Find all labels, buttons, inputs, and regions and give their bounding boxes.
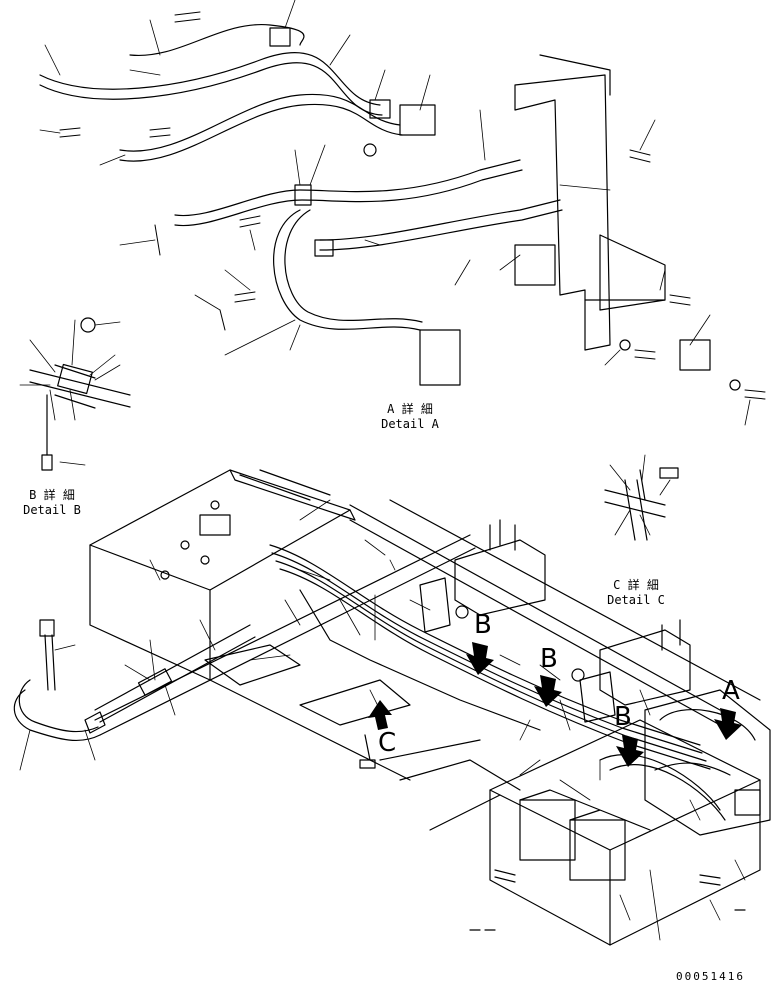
marker-b-2: B [540, 644, 558, 674]
detail-a-assembly [39, 0, 766, 426]
detail-c-en: Detail C [607, 593, 665, 607]
detail-c-assembly [604, 454, 679, 541]
detail-a-jp: A 詳 細 [387, 402, 433, 416]
marker-b-1: B [474, 610, 492, 640]
drawing-number: 00051416 [676, 970, 745, 983]
arrow-a [714, 708, 742, 740]
marker-a: A [722, 676, 740, 706]
main-frame-assembly [13, 469, 771, 946]
arrow-b3 [616, 735, 644, 767]
detail-c-caption: C 詳 細 Detail C [596, 578, 676, 608]
detail-a-en: Detail A [381, 417, 439, 431]
detail-b-assembly [19, 317, 131, 471]
detail-b-caption: B 詳 細 Detail B [12, 488, 92, 518]
arrow-b1 [466, 642, 494, 675]
detail-a-caption: A 詳 細 Detail A [370, 402, 450, 432]
detail-b-jp: B 詳 細 [29, 488, 75, 502]
marker-c: C [378, 728, 397, 758]
marker-b-3: B [614, 702, 632, 732]
detail-b-en: Detail B [23, 503, 81, 517]
arrow-b2 [534, 675, 562, 707]
detail-c-jp: C 詳 細 [613, 578, 659, 592]
arrow-c [368, 700, 392, 730]
view-arrows [368, 642, 742, 767]
